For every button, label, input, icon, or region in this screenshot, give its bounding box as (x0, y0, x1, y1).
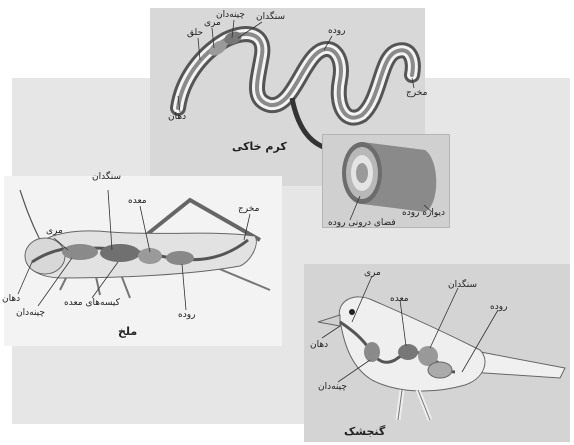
bird-title: گنجشک (344, 425, 385, 438)
bird-label-gizzard: سنگدان (448, 280, 477, 290)
bird-label-crop: چینه‌دان (318, 382, 347, 392)
bird-label-mouth: دهان (310, 340, 328, 350)
bird-label-stomach: معده (390, 294, 409, 304)
bird-label-intestine: روده (490, 302, 507, 312)
bird-label-esophagus: مری (364, 268, 381, 278)
